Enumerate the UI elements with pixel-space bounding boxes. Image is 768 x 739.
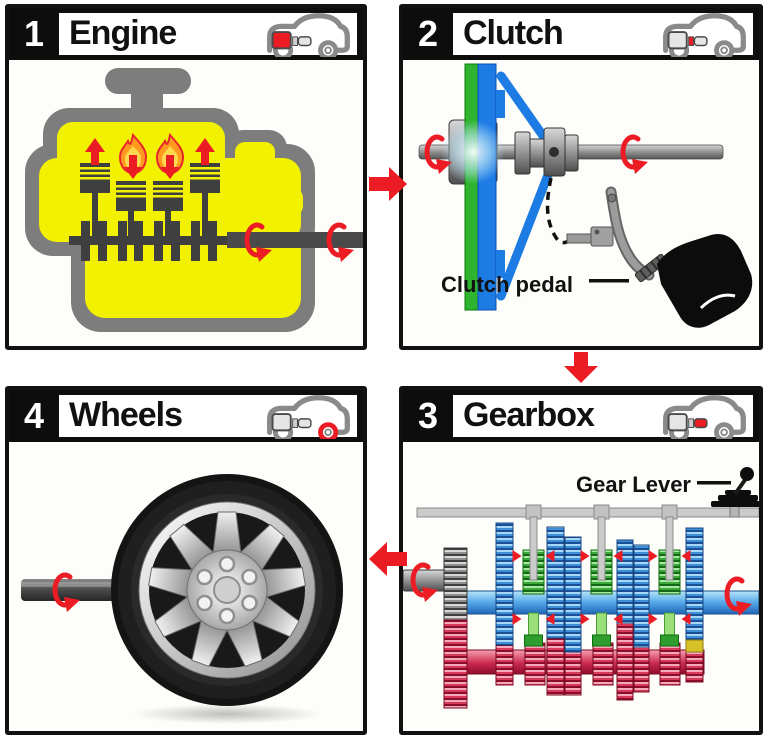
wheel: [111, 474, 343, 706]
gear-lever-label: Gear Lever: [576, 472, 691, 497]
panel-clutch-header: 2 Clutch: [403, 8, 759, 60]
car-body-outline: [267, 13, 350, 53]
panel-title-engine: Engine: [69, 13, 177, 52]
car-location-icon-wheels: [267, 395, 350, 439]
engine-icon: [271, 413, 292, 432]
rear-wheel-hub-icon: [324, 428, 332, 437]
panel-title-clutch: Clutch: [463, 13, 564, 52]
axle-shaft: [21, 579, 125, 601]
car-location-icon-gearbox: [663, 395, 746, 439]
axle-highlight: [21, 582, 125, 587]
center-cap: [213, 576, 241, 604]
flow-arrow-clutch-to-gearbox: [564, 352, 598, 383]
clutch-pedal-label: Clutch pedal: [441, 272, 573, 297]
clutch-icon: [292, 418, 298, 428]
step-number: 3: [417, 395, 439, 436]
gearbox-icon: [693, 36, 708, 47]
rear-wheel-hub-icon: [720, 428, 728, 437]
panel-wheels: 4 Wheels: [5, 386, 367, 735]
gear-lever: [711, 467, 759, 518]
step-number: 1: [23, 13, 45, 54]
step-number: 2: [417, 13, 439, 54]
panel-title-wheels: Wheels: [69, 395, 183, 434]
engine-highlight-icon: [271, 31, 292, 50]
flow-arrow-engine-to-clutch: [369, 167, 407, 201]
gearbox-highlight-icon: [693, 418, 708, 429]
gearbox-illustration: Gear Lever: [403, 467, 759, 709]
clutch-icon: [292, 36, 298, 46]
engine-icon: [667, 413, 688, 432]
clutch-illustration: Clutch pedal: [418, 63, 753, 328]
linkage-dashed-line: [545, 177, 570, 245]
gear-lever-pointer-line: [697, 481, 731, 485]
panel-clutch: 2 Clutch: [399, 4, 763, 350]
selector-rail: [416, 504, 759, 581]
car-body-outline: [663, 13, 746, 53]
friction-glow: [441, 120, 505, 184]
pistons: [80, 163, 220, 238]
panel-title-gearbox: Gearbox: [463, 395, 595, 434]
panel-wheels-header: 4 Wheels: [9, 390, 363, 442]
flow-arrow-gearbox-to-wheels: [369, 542, 407, 576]
clutch-highlight-icon: [688, 36, 694, 46]
wheel-shadow: [132, 704, 322, 724]
car-location-icon-engine: [267, 13, 350, 57]
gearbox-icon: [297, 36, 312, 47]
panel-engine-header: 1 Engine: [9, 8, 363, 60]
release-bearing: [514, 127, 579, 177]
gear-knob: [740, 467, 754, 481]
pedal-linkage: [566, 186, 655, 281]
clutch-icon: [688, 418, 694, 428]
engine-icon: [667, 31, 688, 50]
car-body-outline: [663, 395, 746, 435]
car-location-icon-clutch: [663, 13, 746, 57]
counter-drive-gear: [443, 619, 468, 709]
panel-gearbox: 3 Gearbox: [399, 386, 763, 735]
foot: [657, 233, 753, 328]
wheel-illustration: [21, 474, 343, 724]
synchro-hubs: [512, 549, 691, 647]
mainshaft-gears: [495, 522, 704, 653]
step-number: 4: [23, 395, 45, 436]
rear-wheel-hub-icon: [324, 46, 332, 55]
rear-wheel-hub-icon: [720, 46, 728, 55]
gearbox-icon: [297, 418, 312, 429]
engine-illustration: [25, 68, 363, 332]
clutch-pedal-pointer-line: [589, 279, 629, 283]
lug-holes: [196, 555, 258, 625]
panel-gearbox-header: 3 Gearbox: [403, 390, 759, 442]
reverse-gear-segment: [685, 639, 704, 653]
car-body-outline: [267, 395, 350, 435]
panel-engine: 1 Engine: [5, 4, 367, 350]
